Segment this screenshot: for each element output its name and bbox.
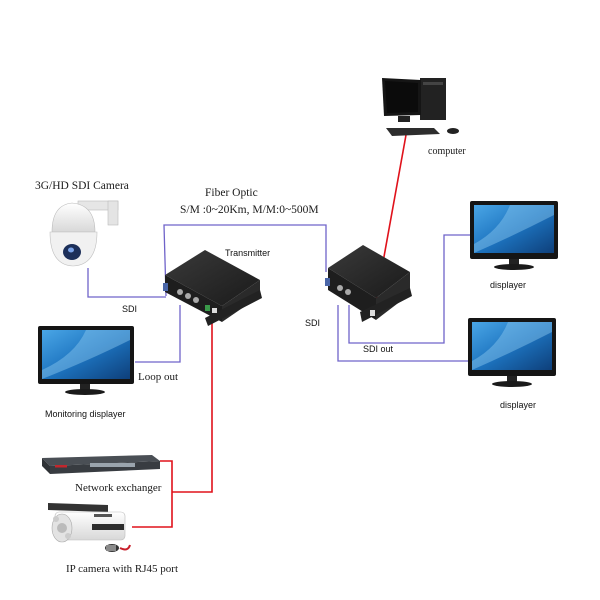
sdi-lines (87, 224, 470, 363)
transmitter-label: Transmitter (225, 248, 270, 258)
displayer-bottom-label: displayer (500, 400, 536, 410)
monitoring-displayer[interactable] (38, 326, 134, 395)
ip-camera[interactable] (48, 503, 131, 552)
sdi-line-bottom (337, 305, 470, 362)
switch-line (132, 460, 173, 528)
network-exchanger[interactable] (42, 455, 160, 474)
displayer-top-label: displayer (490, 280, 526, 290)
fiber-optic-title: Fiber Optic (205, 187, 258, 199)
sdi-camera-label: 3G/HD SDI Camera (35, 180, 129, 192)
camera-sdi-line (87, 268, 166, 298)
transmitter-device[interactable] (163, 250, 262, 326)
sdi-out-label: SDI out (363, 344, 394, 354)
sdi-left-label: SDI (122, 304, 137, 314)
transmitter-ethernet-line (172, 310, 213, 493)
fiber-optic-spec: S/M :0~20Km, M/M:0~500M (180, 204, 319, 216)
computer-label: computer (428, 146, 466, 157)
sdi-right-label: SDI (305, 318, 320, 328)
fiber-optic-link (163, 224, 327, 297)
computer-device[interactable] (382, 78, 459, 136)
displayer-bottom[interactable] (468, 318, 556, 387)
sdi-out-line (348, 234, 470, 344)
monitoring-displayer-label: Monitoring displayer (45, 409, 126, 419)
loop-out-line (135, 305, 181, 363)
sdi-camera[interactable] (49, 200, 119, 267)
displayer-top[interactable] (470, 201, 558, 270)
receiver-device[interactable] (325, 245, 412, 322)
ip-camera-label: IP camera with RJ45 port (66, 563, 178, 575)
network-lines (132, 134, 407, 528)
network-exchanger-label: Network exchanger (75, 482, 162, 494)
loop-out-label: Loop out (138, 371, 178, 383)
